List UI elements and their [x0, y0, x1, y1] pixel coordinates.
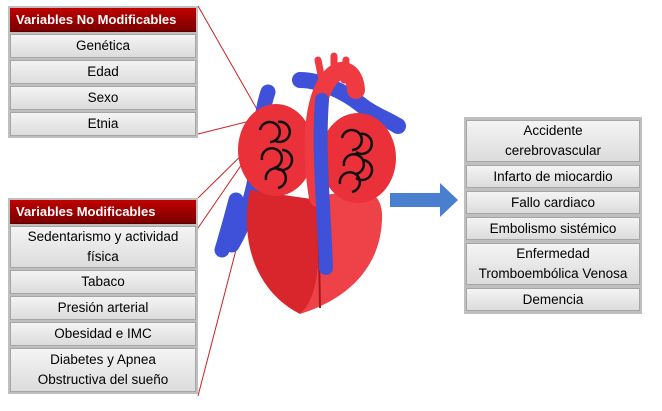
list-item: Obesidad e IMC: [10, 322, 196, 346]
list-item: Tabaco: [10, 270, 196, 294]
outcomes-panel: Accidente cerebrovascular Infarto de mio…: [464, 117, 642, 314]
list-item: Embolismo sistémico: [466, 217, 640, 240]
list-item: Sedentarismo y actividad física: [10, 226, 196, 268]
modifiable-title: Variables Modificables: [10, 200, 196, 224]
list-item: Enfermedad Tromboembólica Venosa: [466, 243, 640, 285]
arrow-right-icon: [390, 183, 458, 217]
list-item: Genética: [10, 34, 196, 58]
non-modifiable-title: Variables No Modificables: [10, 8, 196, 32]
list-item: Presión arterial: [10, 296, 196, 320]
list-item: Diabetes y Apnea Obstructiva del sueño: [10, 348, 196, 392]
list-item: Fallo cardiaco: [466, 191, 640, 214]
list-item: Sexo: [10, 86, 196, 110]
list-item: Demencia: [466, 288, 640, 311]
list-item: Edad: [10, 60, 196, 84]
list-item: Accidente cerebrovascular: [466, 120, 640, 162]
heart-icon: [214, 52, 406, 314]
list-item: Etnia: [10, 112, 196, 136]
non-modifiable-panel: Variables No Modificables Genética Edad …: [8, 6, 198, 138]
modifiable-panel: Variables Modificables Sedentarismo y ac…: [8, 198, 198, 394]
list-item: Infarto de miocardio: [466, 165, 640, 188]
